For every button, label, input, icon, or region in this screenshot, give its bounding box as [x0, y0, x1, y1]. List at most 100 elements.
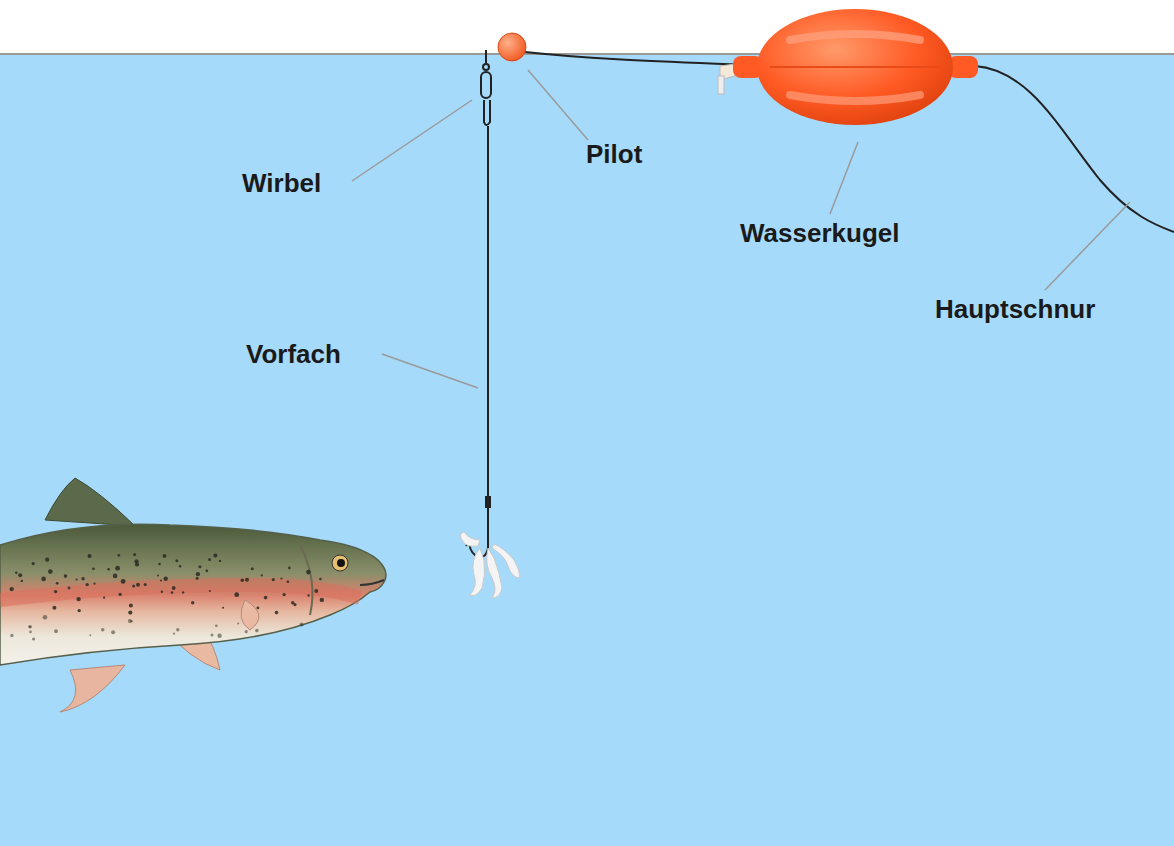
fish-spot	[293, 603, 296, 606]
fish-spot	[56, 582, 59, 585]
part-label: Wirbel	[242, 169, 321, 198]
fish-spot	[287, 581, 290, 584]
pilot-float	[498, 33, 526, 61]
fish-spot	[121, 579, 126, 584]
fish-spot	[136, 583, 140, 587]
fish-spot	[117, 554, 120, 557]
fish-spot	[88, 554, 92, 558]
fish-spot	[132, 585, 135, 588]
fish-spot	[264, 596, 268, 600]
fish-spot	[208, 558, 211, 561]
fish-spot	[300, 623, 304, 627]
fish-spot	[78, 609, 81, 612]
fish-spot	[255, 629, 259, 633]
fish-spot	[18, 573, 22, 577]
fish-spot	[182, 591, 184, 593]
fish-spot	[52, 606, 56, 610]
fish-spot	[111, 630, 115, 634]
fish-spot	[211, 634, 214, 637]
fish-spot	[282, 593, 285, 596]
fish-spot	[41, 577, 46, 582]
fish-spot	[171, 591, 174, 594]
part-label: Pilot	[586, 140, 642, 169]
fish-spot	[10, 634, 13, 637]
fish-spot	[89, 634, 91, 636]
fish-spot	[129, 603, 133, 607]
fish-spot	[21, 580, 23, 582]
fish-spot	[164, 577, 168, 581]
rainbow-trout	[0, 478, 386, 712]
leader-line	[487, 126, 489, 500]
fish-spot	[10, 587, 14, 591]
fish-spot	[213, 554, 217, 558]
fish-spot	[45, 558, 49, 562]
fish-spot	[272, 578, 275, 581]
fish-spot	[163, 554, 167, 558]
fish-spot	[288, 567, 291, 570]
water-surface	[0, 53, 1174, 55]
fish-spot	[307, 594, 309, 596]
fish-spot	[241, 578, 245, 582]
fish-spot	[101, 628, 105, 632]
fish-spot	[144, 583, 147, 586]
fish-spot	[28, 625, 32, 629]
fish-spot	[237, 623, 239, 625]
fish-spot	[196, 572, 200, 576]
label-leaders	[352, 70, 1130, 388]
fish-spot	[133, 553, 136, 556]
fish-spot	[135, 562, 139, 566]
fish-spot	[128, 611, 132, 615]
fish-spot	[158, 563, 161, 566]
fish-spot	[54, 590, 57, 593]
fish-spot	[76, 597, 80, 601]
part-label: Hauptschnur	[935, 295, 1095, 324]
fish-spot	[179, 565, 181, 567]
part-label: Vorfach	[246, 340, 341, 369]
fish-spot	[205, 569, 208, 572]
fish-spot	[280, 577, 282, 579]
fish-spot	[107, 568, 110, 571]
fish-spot	[245, 630, 248, 633]
fish-spot	[217, 634, 221, 638]
fish-spot	[175, 559, 178, 562]
fish-spot	[306, 570, 311, 575]
swivel	[481, 50, 491, 125]
fish-spot	[215, 624, 218, 627]
fish-spot	[173, 633, 175, 635]
fish-spot	[319, 578, 322, 581]
fish-spot	[68, 587, 71, 590]
fish-spot	[160, 579, 162, 581]
fish-spot	[176, 628, 179, 631]
fish-spot	[128, 619, 132, 623]
fish-spot	[191, 601, 194, 604]
fish-spot	[209, 590, 211, 592]
water	[0, 54, 1174, 846]
fish-spot	[172, 586, 176, 590]
fish-spot	[113, 574, 118, 579]
hook-with-maggots	[460, 496, 520, 598]
fish-spot	[48, 569, 53, 574]
fish-spot	[92, 567, 95, 570]
fish-spot	[64, 574, 68, 578]
fish-spot	[29, 626, 31, 628]
fish-spot	[32, 637, 35, 640]
fish-spot	[115, 566, 120, 571]
fish-spot	[86, 583, 89, 586]
fish-spot	[15, 572, 18, 575]
fish-spot	[222, 607, 224, 609]
fish-spot	[314, 589, 318, 593]
fish-spot	[119, 593, 122, 596]
water-ball	[718, 9, 978, 125]
fish-spot	[161, 591, 163, 593]
fish-spot	[245, 578, 249, 582]
fish-spot	[76, 578, 78, 580]
fish-spot	[320, 598, 324, 602]
fish-spot	[29, 631, 32, 634]
main-line	[975, 66, 1174, 232]
fish-spot	[234, 592, 239, 597]
fish-spot	[157, 575, 159, 577]
fish-spot	[198, 565, 201, 568]
part-label: Wasserkugel	[740, 219, 899, 248]
fish-spot	[93, 583, 95, 585]
